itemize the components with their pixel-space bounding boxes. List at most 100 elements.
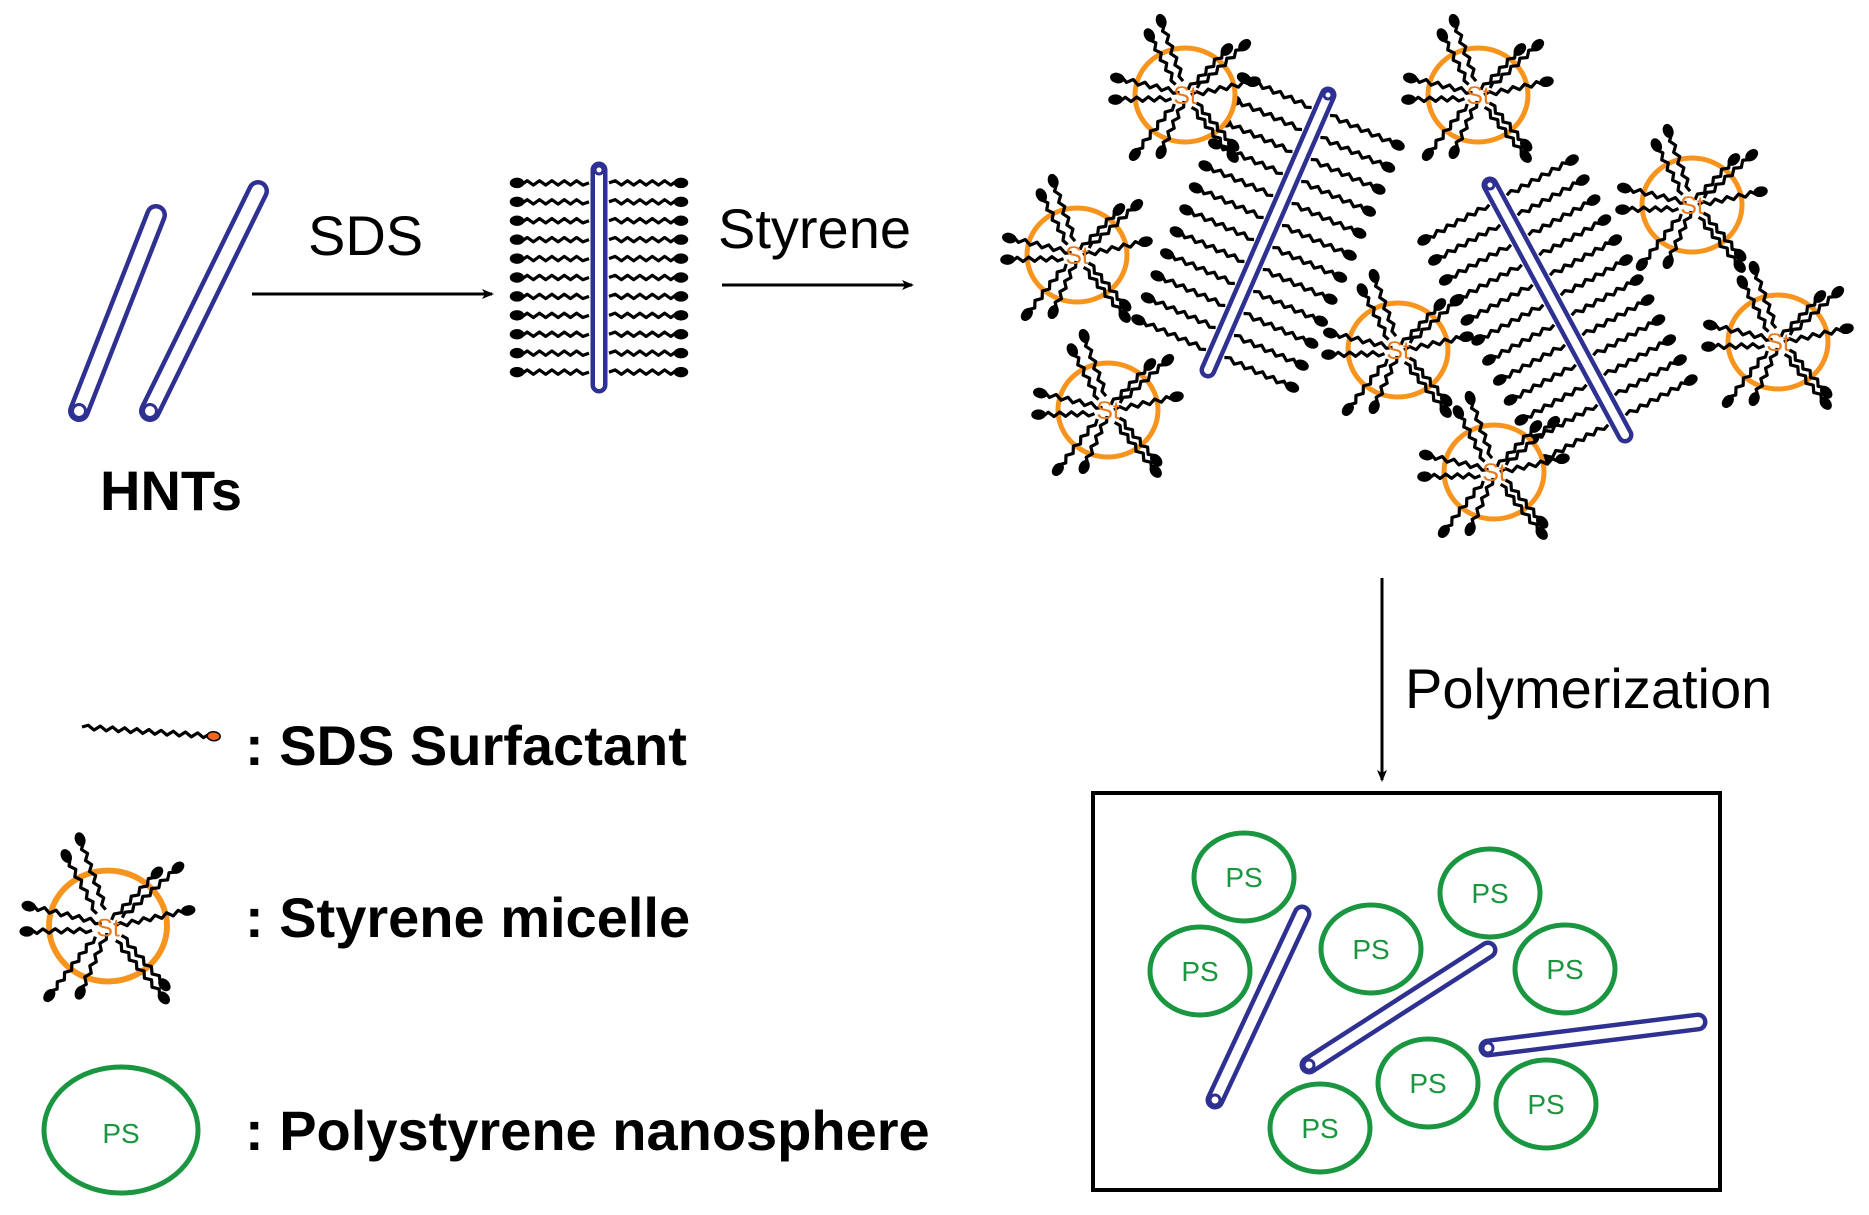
micelle-st-label: St <box>96 915 120 943</box>
sds-surfactant <box>1186 43 1234 91</box>
sds-surfactant <box>1403 72 1473 95</box>
sds-surfactant <box>1341 358 1389 417</box>
sds-surfactant <box>1736 275 1770 333</box>
sds-surfactant <box>1635 213 1683 272</box>
sds-surfactant <box>1160 248 1235 286</box>
styrene-label: Styrene <box>718 197 911 260</box>
sds-surfactant <box>1592 314 1666 357</box>
sds-surfactant <box>1482 323 1556 366</box>
sds-surfactant <box>74 932 109 1000</box>
sds-surfactant <box>1195 38 1252 89</box>
sds-surfactant <box>608 253 689 264</box>
sds-surfactant <box>1020 263 1068 322</box>
sds-surfactant <box>74 832 107 911</box>
sds-surfactant <box>1438 243 1513 286</box>
sds-surfactant <box>1479 43 1527 91</box>
sds-surfactant <box>1031 409 1096 420</box>
sds-surfactant <box>1320 135 1396 173</box>
hnt-tubes-stage: HNTs <box>68 180 269 522</box>
sds-surfactant <box>1499 482 1548 540</box>
sds-surfactant <box>1417 203 1491 246</box>
sds-surfactant <box>1581 294 1655 337</box>
polystyrene-nanosphere-icon: PS <box>41 1064 201 1196</box>
nanosphere-ps-label: PS <box>1546 954 1583 985</box>
sds-surfactant <box>1035 188 1069 246</box>
legend: : SDS Surfactant St : Styrene micelle PS… <box>19 714 930 1196</box>
polystyrene-nanosphere: PS <box>1191 830 1297 924</box>
micelle-st-label: St <box>1096 397 1120 425</box>
sds-surfactant <box>1108 94 1173 105</box>
legend-sds-surfactant: : SDS Surfactant <box>81 714 687 777</box>
sds-surfactant <box>1503 363 1577 406</box>
sds-surfactant <box>509 177 590 189</box>
sds-surfactant <box>1702 211 1747 262</box>
sds-surfactant <box>1650 138 1684 196</box>
sds-surfactant <box>120 861 185 919</box>
styrene-micelle: St <box>1000 173 1153 323</box>
sds-surfactant <box>1169 226 1245 264</box>
sds-surfactant <box>1702 148 1759 199</box>
sds-surfactant <box>114 905 196 928</box>
sds-surfactant <box>1002 232 1072 255</box>
sds-surfactant <box>1356 283 1390 341</box>
sds-surfactant <box>1150 270 1226 308</box>
micelle-st-label: St <box>1766 329 1790 357</box>
sds-surfactant <box>1421 103 1469 162</box>
sds-surfactant <box>1051 418 1099 477</box>
micelle-st-label: St <box>1065 242 1089 270</box>
polystyrene-nanosphere: PS <box>1267 1081 1373 1175</box>
sds-surfactant <box>1483 105 1532 163</box>
sds-surfactant <box>1118 416 1163 467</box>
polystyrene-nanosphere: PS <box>1147 924 1253 1018</box>
sds-surfactant <box>21 900 102 926</box>
styrene-micelle: St <box>1615 123 1768 273</box>
sds-surfactant <box>1198 160 1274 198</box>
sds-coated-hnt <box>509 161 689 394</box>
polymerization-label: Polymerization <box>1405 657 1772 720</box>
product-box <box>1091 791 1722 1192</box>
sds-surfactant <box>1323 327 1393 350</box>
sds-surfactant <box>1399 298 1447 346</box>
sds-surfactant <box>1448 13 1478 83</box>
sds-surfactant <box>1783 323 1854 344</box>
sds-surfactant <box>1527 194 1601 237</box>
sds-surfactant <box>1721 350 1769 409</box>
nanotube <box>139 180 269 422</box>
sds-surfactant <box>1128 103 1176 162</box>
sds-surfactant <box>1401 94 1466 105</box>
sds-surfactant <box>1078 328 1108 398</box>
sds-surfactant <box>1662 210 1693 270</box>
sds-surfactant <box>81 723 221 742</box>
styrene-micelle-icon: St <box>19 832 196 1005</box>
sds-surfactant <box>1452 405 1486 463</box>
sds-surfactant <box>1783 352 1832 410</box>
sds-surfactant <box>509 310 590 321</box>
sds-surfactant <box>1087 198 1144 249</box>
sds-coated-tube <box>509 161 689 394</box>
sds-surfactant <box>1617 182 1687 205</box>
sds-surfactant <box>1437 480 1485 539</box>
sds-surfactant <box>1428 223 1502 266</box>
sds-surfactant <box>608 366 689 378</box>
hnt-tube <box>139 180 269 422</box>
sds-surfactant <box>1697 186 1768 207</box>
polystyrene-nanosphere: PS <box>1318 902 1424 996</box>
sds-surfactant <box>1281 223 1357 261</box>
sds-arrow: SDS <box>252 204 494 299</box>
sds-surfactant <box>1436 28 1470 86</box>
sds-surfactant <box>1118 353 1175 404</box>
sds-surfactant <box>1748 260 1778 330</box>
sds-coated-tube <box>1131 72 1405 393</box>
sds-surfactant <box>509 366 590 378</box>
micelle-st-label: St <box>1680 192 1704 220</box>
sds-surfactant <box>1190 105 1239 163</box>
sds-surfactant <box>608 272 689 283</box>
nanotube <box>1205 904 1312 1110</box>
sds-surfactant <box>509 253 590 264</box>
legend-polystyrene-nanosphere: PS : Polystyrene nanosphere <box>41 1064 930 1196</box>
sds-surfactant <box>43 936 97 1003</box>
styrene-micelle: St <box>1701 260 1854 410</box>
nanotube <box>1478 1012 1708 1058</box>
sds-surfactant <box>509 329 590 340</box>
